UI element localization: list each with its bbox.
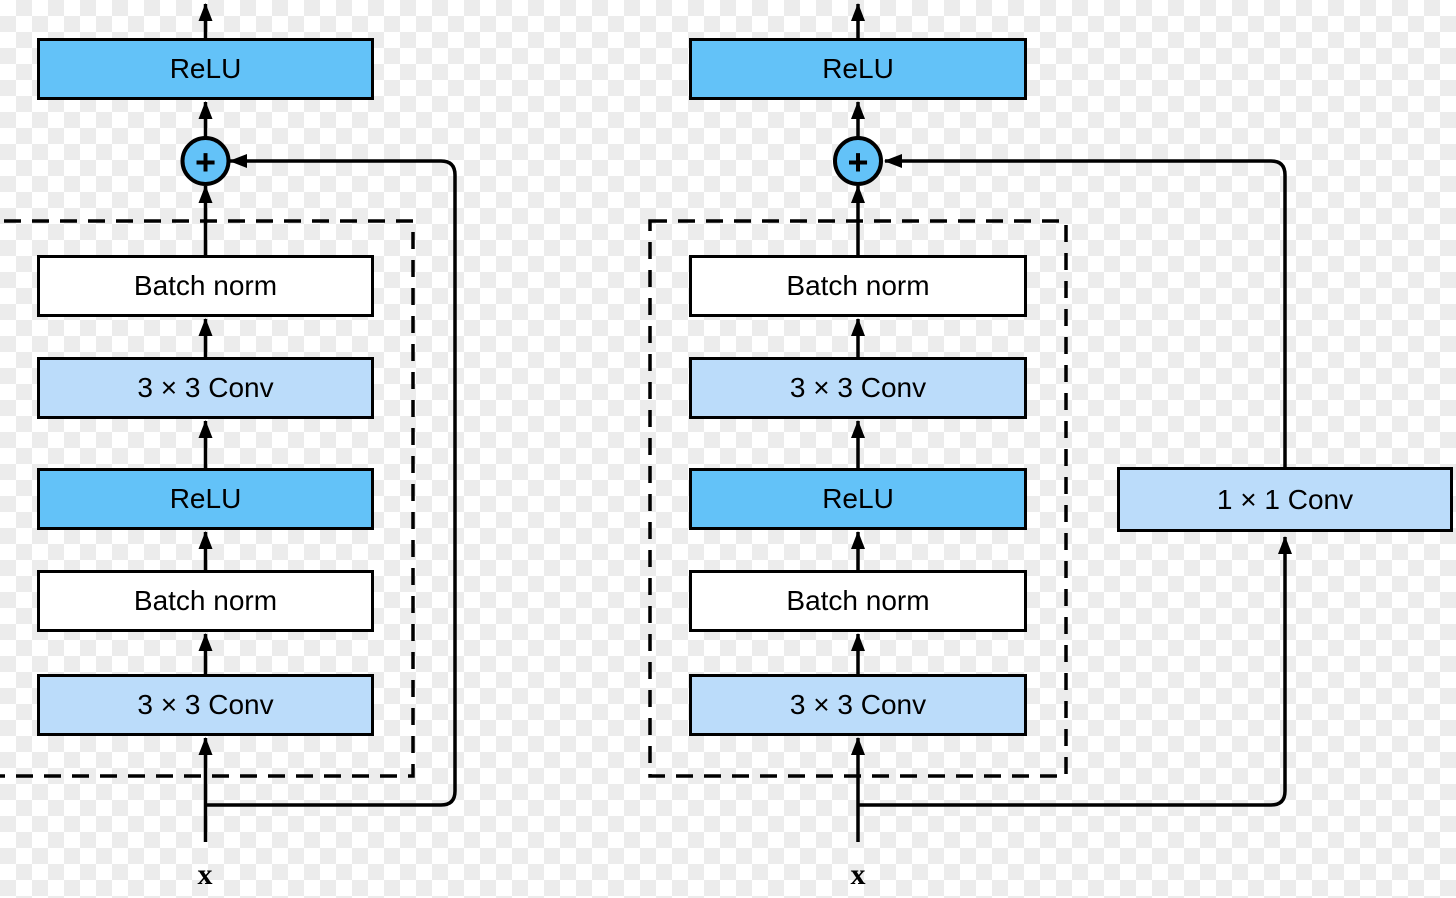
left-adder-plus-sign: + <box>195 142 216 183</box>
right-inner-relu-box: ReLU <box>689 468 1027 530</box>
left-output-relu-box: ReLU <box>37 38 374 100</box>
right-skip-conv-box: 1 × 1 Conv <box>1117 467 1453 532</box>
left-batch-norm-box-bottom: Batch norm <box>37 570 374 632</box>
left-inner-relu-box: ReLU <box>37 468 374 530</box>
right-output-relu-box: ReLU <box>689 38 1027 100</box>
right-adder-circle <box>833 136 883 186</box>
left-conv-box-top: 3 × 3 Conv <box>37 357 374 419</box>
left-input-label: x <box>197 858 213 891</box>
right-batch-norm-box-top: Batch norm <box>689 255 1027 317</box>
right-skip-lower-line <box>858 536 1292 807</box>
right-conv-box-top: 3 × 3 Conv <box>689 357 1027 419</box>
right-skip-upper-line <box>884 154 1287 467</box>
right-conv-box-bottom: 3 × 3 Conv <box>689 674 1027 736</box>
left-batch-norm-box-top: Batch norm <box>37 255 374 317</box>
left-conv-box-bottom: 3 × 3 Conv <box>37 674 374 736</box>
left-skip-connection-line <box>205 154 457 807</box>
right-input-label: x <box>850 858 866 891</box>
left-residual-dashed-boundary <box>0 219 415 778</box>
right-adder-plus-sign: + <box>847 142 868 183</box>
left-adder-circle <box>180 136 231 186</box>
right-batch-norm-box-bottom: Batch norm <box>689 570 1027 632</box>
